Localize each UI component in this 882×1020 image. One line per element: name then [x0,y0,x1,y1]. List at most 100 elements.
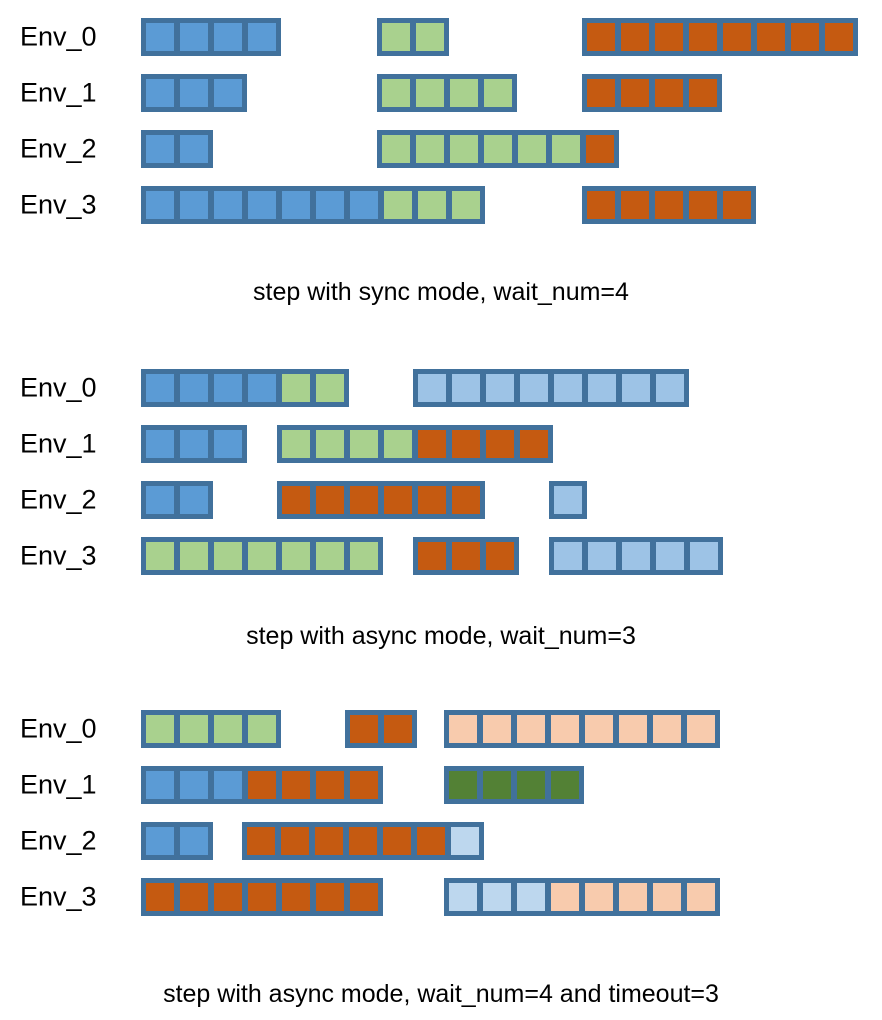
step-cell-orange [349,827,377,855]
step-cell-orange [282,883,310,911]
step-bar [141,74,247,112]
step-bar [141,369,349,407]
step-cell-blue [146,135,174,163]
step-cell-light-blue [690,542,718,570]
step-cell-peach [551,715,579,743]
step-cell-peach [653,883,681,911]
step-cell-light-green [350,430,378,458]
step-cell-light-green [180,542,208,570]
step-cell-light-green [282,542,310,570]
panel-caption-sync: step with sync mode, wait_num=4 [253,278,629,306]
step-cell-blue [146,486,174,514]
step-cell-light-green [452,191,480,219]
step-cell-orange [621,23,649,51]
step-cell-orange [146,883,174,911]
step-cell-orange [723,23,751,51]
step-bar [141,822,213,860]
step-cell-light-blue [554,374,582,402]
step-cell-blue [248,191,276,219]
step-cell-orange [723,191,751,219]
step-cell-orange [316,771,344,799]
step-cell-blue [248,23,276,51]
step-bar [141,18,281,56]
step-cell-blue [180,79,208,107]
step-cell-light-green [180,715,208,743]
step-cell-peach [653,715,681,743]
step-bar [141,710,281,748]
step-bar [141,425,247,463]
step-cell-orange [350,486,378,514]
step-cell-light-green [214,542,242,570]
step-cell-blue [146,191,174,219]
step-cell-blue [350,191,378,219]
step-bar [549,537,723,575]
step-cell-orange [655,23,683,51]
step-cell-orange [350,883,378,911]
step-bar [242,822,484,860]
step-bar [345,710,417,748]
step-cell-light-blue [418,374,446,402]
step-cell-peach [449,715,477,743]
step-cell-orange [282,771,310,799]
step-cell-light-green [518,135,546,163]
step-cell-light-blue [656,542,684,570]
step-cell-light-green [382,23,410,51]
step-cell-orange [621,79,649,107]
panel-caption-async-wait3: step with async mode, wait_num=3 [246,622,636,650]
step-cell-light-green [450,135,478,163]
step-cell-light-green [418,191,446,219]
step-cell-orange [350,715,378,743]
env-label-env_1: Env_1 [20,769,97,800]
step-cell-light-green [416,79,444,107]
step-cell-orange [791,23,819,51]
step-cell-blue [214,191,242,219]
step-cell-light-green [316,374,344,402]
step-cell-peach [687,715,715,743]
panel-caption-async-wait4-timeout3: step with async mode, wait_num=4 and tim… [163,980,719,1008]
step-cell-blue [214,771,242,799]
step-bar [141,766,383,804]
step-bar [377,74,517,112]
step-bar [141,481,213,519]
step-cell-orange [282,486,310,514]
step-cell-orange [587,191,615,219]
step-cell-orange [586,135,614,163]
step-cell-orange [418,542,446,570]
step-bar [377,130,619,168]
step-cell-peach [551,883,579,911]
step-cell-light-green [384,191,412,219]
step-cell-pale-blue [449,883,477,911]
step-cell-blue [180,827,208,855]
step-bar [141,878,383,916]
step-cell-light-green [316,430,344,458]
step-cell-orange [655,191,683,219]
step-cell-orange [384,486,412,514]
step-cell-orange [452,486,480,514]
step-cell-light-blue [622,374,650,402]
step-cell-orange [655,79,683,107]
env-label-env_2: Env_2 [20,484,97,515]
step-cell-orange [689,23,717,51]
step-cell-blue [146,374,174,402]
step-cell-blue [146,430,174,458]
step-cell-light-green [248,542,276,570]
step-cell-pale-blue [483,883,511,911]
step-cell-dark-green [449,771,477,799]
step-cell-peach [517,715,545,743]
step-bar [277,425,553,463]
step-cell-blue [282,191,310,219]
step-cell-orange [486,542,514,570]
step-cell-orange [316,486,344,514]
step-cell-light-green [484,135,512,163]
step-cell-light-blue [588,542,616,570]
step-cell-light-green [350,542,378,570]
step-cell-peach [585,715,613,743]
step-bar [444,766,584,804]
step-bar [444,710,720,748]
step-cell-pale-blue [451,827,479,855]
step-cell-blue [316,191,344,219]
step-cell-light-green [384,430,412,458]
step-cell-light-green [382,79,410,107]
step-cell-light-green [416,135,444,163]
